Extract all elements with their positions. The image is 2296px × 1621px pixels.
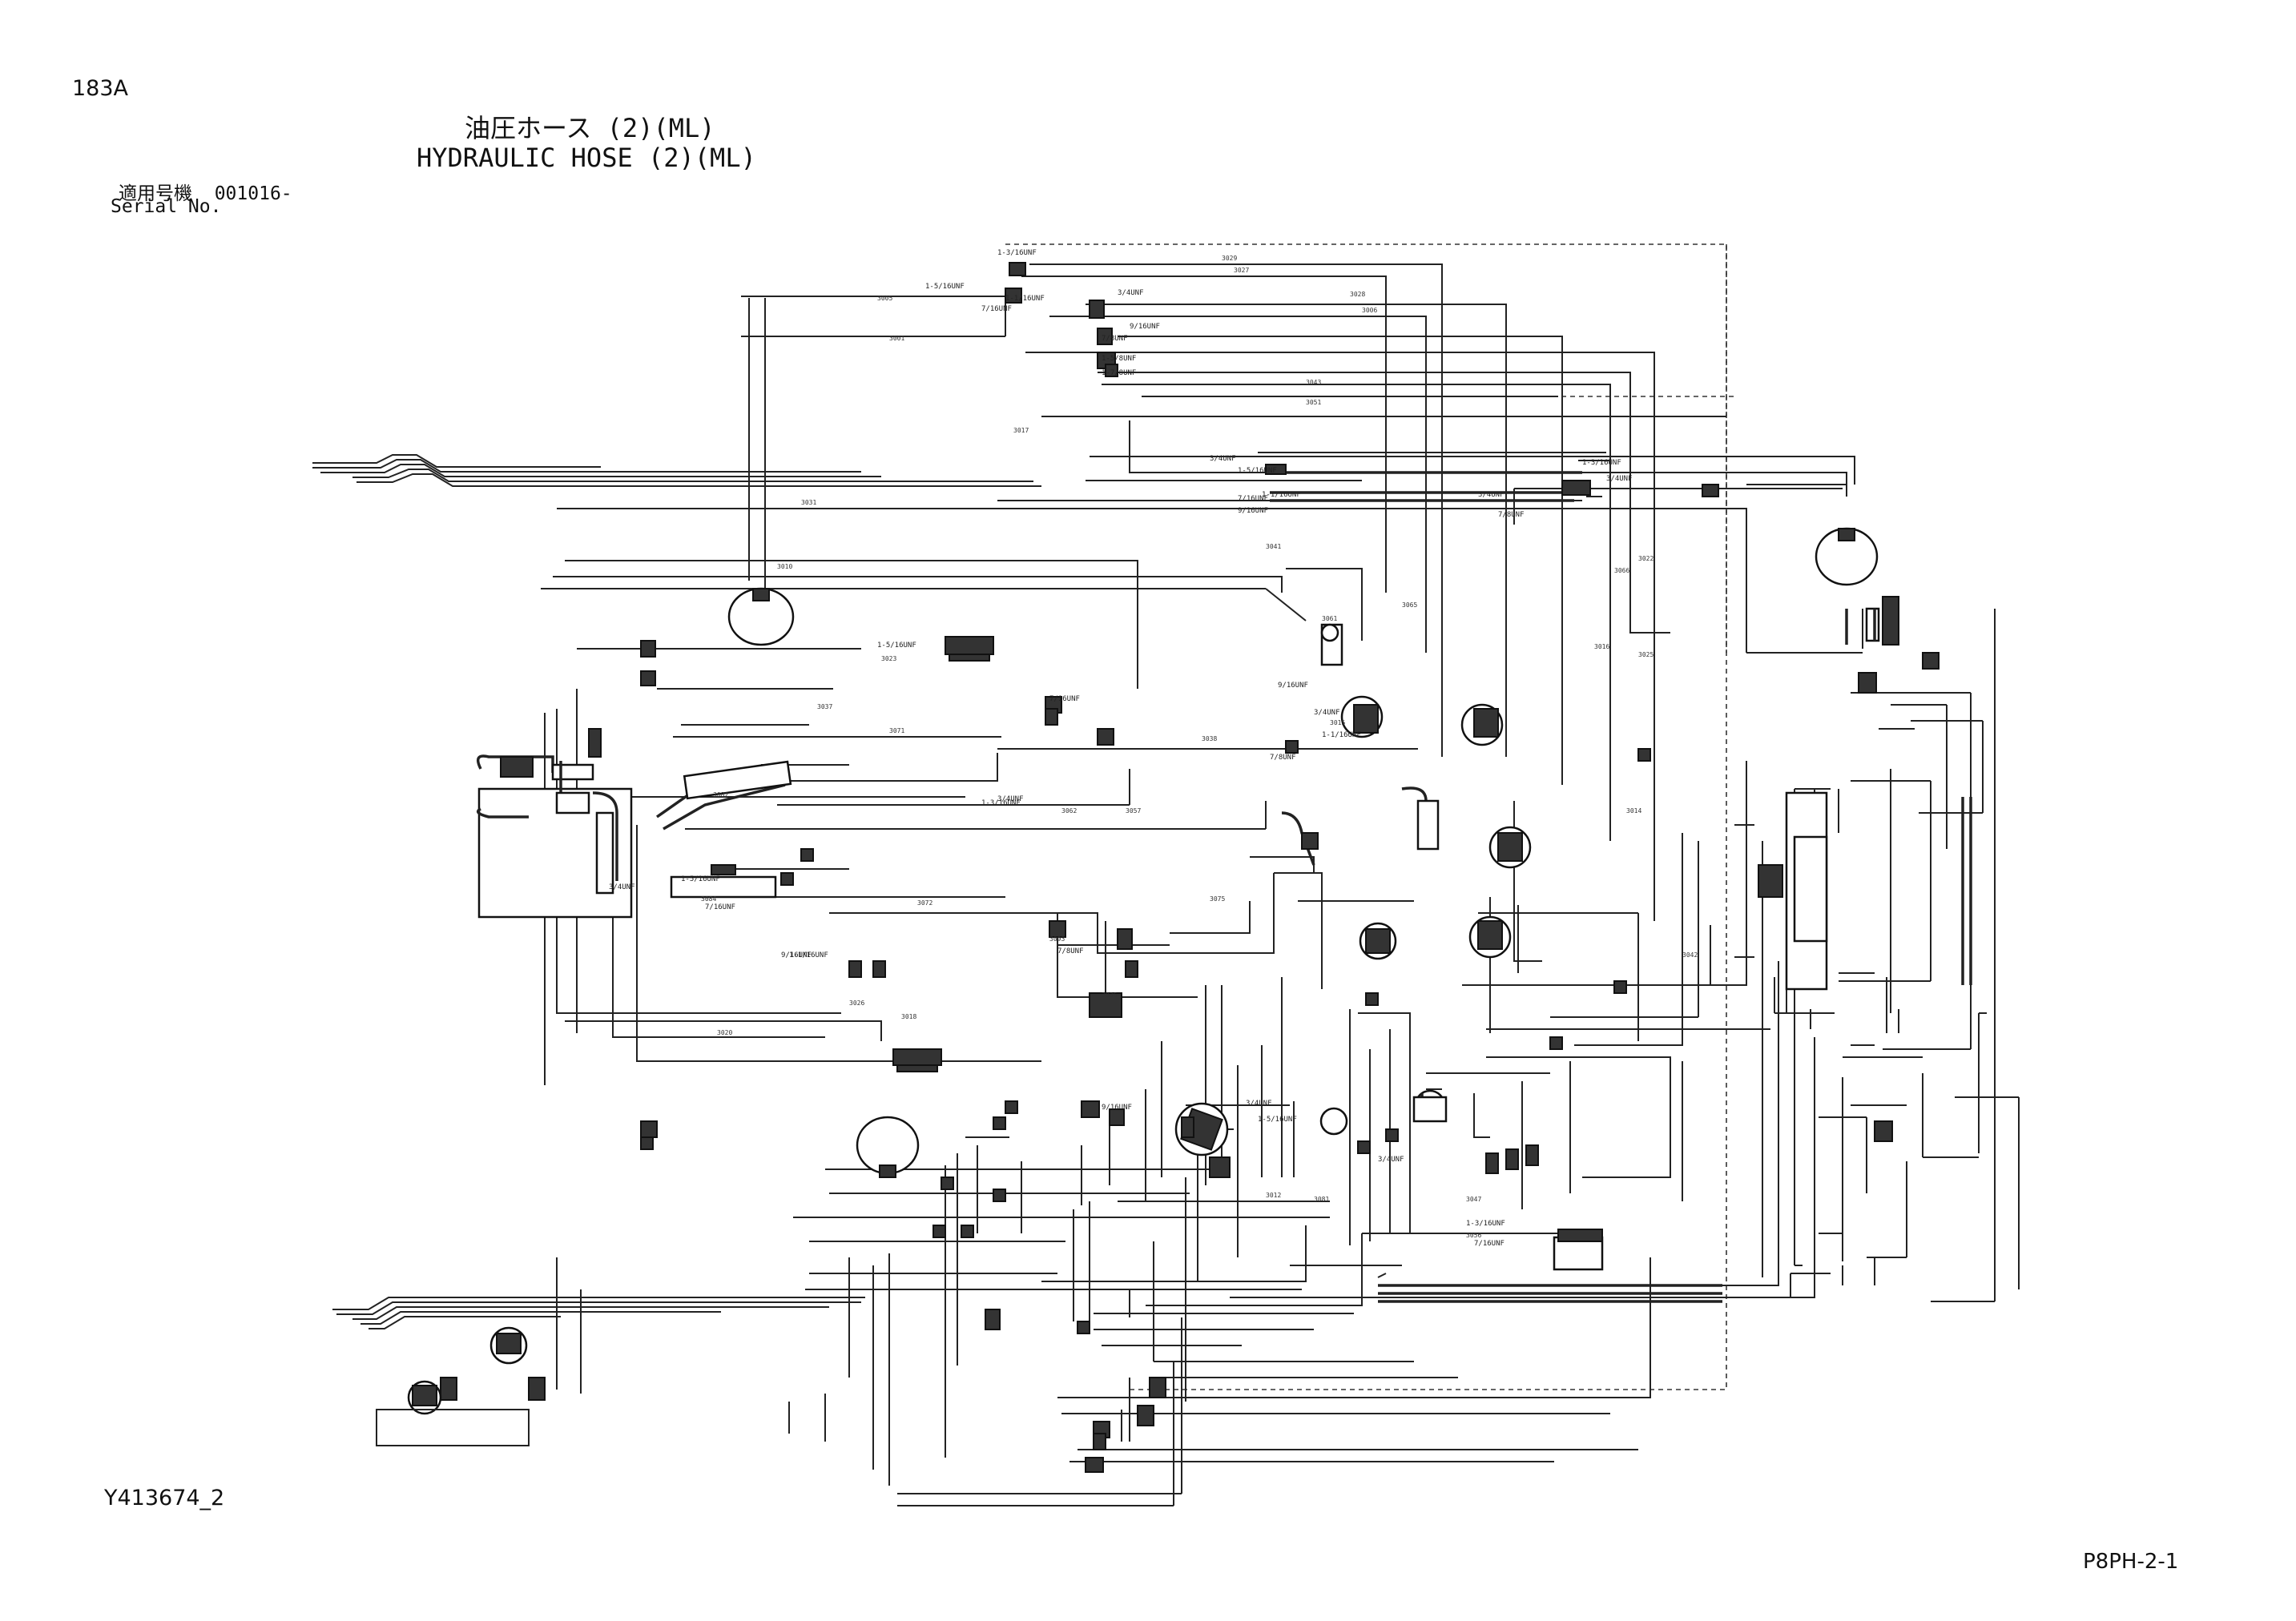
fitting-label: 3/4UNF [1246, 1100, 1272, 1108]
hose-tag: 3029 [1222, 255, 1237, 262]
hose-tag: 3057 [1126, 807, 1141, 815]
fitting-label: 7/16UNF [1238, 495, 1268, 503]
fitting-label: 1-7/8UNF [1102, 369, 1136, 377]
hose-tag: 3010 [777, 563, 792, 570]
hose-tag: 3047 [1466, 1196, 1481, 1203]
fitting-label: 1-1/16UNF [1322, 731, 1361, 739]
upper-left-tube-bundle [312, 454, 1041, 487]
hose-tag: 3038 [1202, 735, 1217, 742]
fitting-label: 7/8UNF [1270, 754, 1296, 762]
right-return-lines [1258, 452, 1972, 1303]
control-valve-block-upper [945, 636, 994, 655]
fitting-label: 7/16UNF [1049, 695, 1080, 703]
hose-tag: 3084 [701, 895, 716, 903]
hose-tag: 3056 [1466, 1232, 1481, 1239]
fitting-label: 1-5/16UNF [925, 283, 965, 291]
fitting-label: 3/4UNF [997, 795, 1024, 803]
fitting-label: 9/16UNF [1130, 323, 1160, 331]
fitting-label: 9/16UNF [1238, 507, 1268, 515]
fitting-label: 3/4UNF [1606, 475, 1633, 483]
serial-label-english: Serial No. [111, 196, 222, 217]
hose-tag: 3072 [917, 899, 932, 907]
fitting-label: 3/4UNF [1378, 1156, 1404, 1164]
fitting-label: 1-5/16UNF [877, 642, 916, 650]
hose-tag: 3066 [1614, 567, 1629, 574]
hose-tag: 3022 [1638, 555, 1654, 562]
components [376, 262, 1940, 1473]
hose-tag: 3018 [901, 1013, 916, 1020]
hose-tag: 3042 [1682, 951, 1698, 959]
hose-tag: 3026 [849, 1000, 864, 1007]
serial-label-jp-text: 適用号機 [119, 183, 192, 204]
fitting-label: 3/4UNF [1478, 491, 1504, 499]
fitting-label: 1-5/8UNF [1102, 355, 1136, 363]
serial-label-japanese: 適用号機 001016- [119, 178, 292, 205]
small-valve [1319, 1107, 1348, 1136]
hose-tag: 3075 [1210, 895, 1225, 903]
hose-tag: 3027 [1234, 267, 1249, 274]
fitting-label: 1-5/16UNF [1258, 1116, 1297, 1124]
fitting-label: 1-1/16UNF [1005, 295, 1045, 303]
hose-tag: 3061 [1322, 615, 1337, 622]
fitting-label: 7/16UNF [705, 903, 735, 911]
fitting-label-layer: 1-3/16UNF1-5/16UNF1-1/16UNF7/16UNF3/4UNF… [609, 249, 1633, 1248]
manifold-block [1553, 1236, 1604, 1271]
hose-tag: 3015 [1330, 719, 1345, 726]
sheet-number: P8PH-2-1 [2083, 1550, 2179, 1574]
hose-tag: 3051 [1306, 399, 1321, 406]
hose-tag: 3081 [1314, 1196, 1329, 1203]
fitting-label: 7/8UNF [1102, 335, 1128, 343]
fitting-label: 1-3/16UNF [997, 249, 1037, 257]
fitting-label: 3/4UNF [1118, 289, 1144, 297]
serial-value: 001016- [214, 183, 292, 204]
fitting-label: 1-1/16UNF [1262, 491, 1301, 499]
hose-tag: 3062 [1061, 807, 1077, 815]
hose-tag: 3043 [1306, 379, 1321, 386]
control-valve-block-lower [892, 1048, 942, 1066]
fitting-label: 7/16UNF [1474, 1240, 1504, 1248]
fitting-label: 3/4UNF [1314, 709, 1340, 717]
fitting-label: 7/8UNF [1498, 511, 1525, 519]
diagram-title-english: HYDRAULIC HOSE (2)(ML) [417, 143, 756, 173]
hose-tag-layer: 3029 3027 3028 3006 3005 3001 3043 3051 3041 3061… [701, 255, 1698, 1239]
hose-tag: 3005 [877, 295, 892, 302]
fitting-label: 7/8UNF [1057, 947, 1084, 955]
fitting-label: 1-1/16UNF [789, 951, 828, 959]
hose-tag: 3065 [1402, 601, 1417, 609]
hose-tag: 3028 [1350, 291, 1365, 298]
fitting-label: 1-5/16UNF [681, 875, 720, 883]
hose-tag: 3071 [889, 727, 904, 734]
hose-tag: 3012 [1266, 1192, 1281, 1199]
hose-tag: 3001 [889, 335, 904, 342]
hose-tag: 3023 [881, 655, 896, 662]
hose-tag: 3041 [1266, 543, 1281, 550]
hose-tag: 3025 [1638, 651, 1654, 658]
fitting-label: 9/16UNF [1102, 1104, 1132, 1112]
hose-tag: 3031 [801, 499, 816, 506]
hose-tag: 3020 [717, 1029, 732, 1036]
hose-tag: 3016 [1594, 643, 1609, 650]
lower-left-tube-bundle [332, 1297, 865, 1329]
fitting-label: 3/4UNF [609, 883, 635, 891]
fitting-label: 9/16UNF [1278, 682, 1308, 690]
fitting-label: 1-3/16UNF [1582, 459, 1621, 467]
fitting-label: 9/16UNF [781, 951, 812, 959]
fitting-label: 1-5/16UNF [1238, 467, 1277, 475]
hose-tag: 3082 [713, 791, 728, 798]
boundary-dashed-lines [1005, 243, 1734, 1390]
fitting-label: 3/4UNF [1210, 455, 1236, 463]
fitting-label: 1-3/16UNF [1466, 1220, 1505, 1228]
hose-tag: 3036 [1102, 992, 1117, 999]
drawing-number: Y413674_2 [104, 1486, 225, 1510]
hose-tag: 3014 [1626, 807, 1641, 815]
fitting-label: 1-3/16UNF [981, 799, 1021, 807]
diagram-title-japanese: 油圧ホース (2)(ML) [465, 113, 715, 143]
hose-tag: 3037 [817, 703, 832, 710]
hose-tag: 3006 [1362, 307, 1377, 314]
hose-tag: 3017 [1013, 427, 1029, 434]
page-code: 183A [72, 76, 129, 101]
fitting-label: 7/16UNF [981, 305, 1012, 313]
hose-tag: 3093 [1049, 935, 1065, 943]
